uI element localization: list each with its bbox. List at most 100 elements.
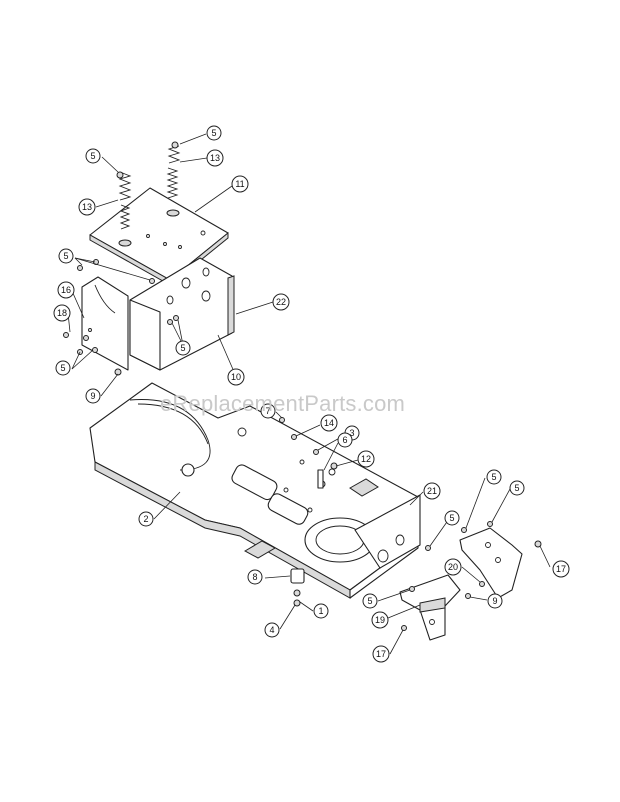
callout-balloon bbox=[313, 603, 329, 619]
callout-number: 1 bbox=[318, 606, 323, 616]
callout-group: 5 13 5 13 11 5 16 18 22 5 5 10 9 7 14 36 12 2 21 5 5 5 17 20 8 1 5… bbox=[53, 125, 570, 663]
callout-balloon bbox=[85, 148, 101, 164]
callout-number: 8 bbox=[252, 572, 257, 582]
callout-number: 19 bbox=[375, 615, 385, 625]
callout-5: 5 bbox=[58, 248, 74, 264]
callout-balloon bbox=[231, 175, 249, 193]
callout-number: 4 bbox=[269, 625, 274, 635]
callout-5: 5 bbox=[362, 593, 378, 609]
callout-balloon bbox=[272, 293, 290, 311]
callout-balloon bbox=[175, 340, 191, 356]
callout-9: 9 bbox=[487, 593, 503, 609]
callout-balloon bbox=[362, 593, 378, 609]
callout-5: 5 bbox=[444, 510, 460, 526]
callout-number: 7 bbox=[265, 406, 270, 416]
callout-number: 22 bbox=[276, 297, 286, 307]
leader-lines bbox=[67, 133, 551, 655]
callout-17: 17 bbox=[372, 645, 390, 663]
callout-number: 20 bbox=[448, 562, 458, 572]
callout-5: 5 bbox=[85, 148, 101, 164]
callout-11: 11 bbox=[231, 175, 249, 193]
pedal-mount bbox=[290, 568, 305, 607]
callout-number: 13 bbox=[210, 153, 220, 163]
callout-balloon bbox=[264, 622, 280, 638]
callout-number: 5 bbox=[367, 596, 372, 606]
callout-number: 18 bbox=[57, 308, 67, 318]
callout-5: 5 bbox=[175, 340, 191, 356]
panel-fasteners bbox=[63, 259, 179, 376]
front-bracket bbox=[399, 574, 461, 641]
callout-number: 16 bbox=[61, 285, 71, 295]
callout-8: 8 bbox=[247, 569, 263, 585]
callout-1: 1 bbox=[313, 603, 329, 619]
callout-14: 14 bbox=[320, 414, 338, 432]
main-frame bbox=[89, 382, 421, 599]
callout-7: 7 bbox=[260, 403, 276, 419]
callout-number: 11 bbox=[235, 179, 244, 189]
callout-number: 17 bbox=[556, 564, 566, 574]
callout-balloon bbox=[423, 482, 441, 500]
seat-bolt-left bbox=[116, 171, 124, 179]
callout-number: 6 bbox=[342, 435, 347, 445]
callout-number: 5 bbox=[63, 251, 68, 261]
callout-balloon bbox=[509, 480, 525, 496]
callout-balloon bbox=[487, 593, 503, 609]
callout-number: 5 bbox=[514, 483, 519, 493]
callout-6: 6 bbox=[337, 432, 353, 448]
callout-balloon bbox=[372, 645, 390, 663]
callout-17: 17 bbox=[552, 560, 570, 578]
callout-balloon bbox=[85, 388, 101, 404]
fender-left-panel bbox=[81, 276, 129, 371]
callout-12: 12 bbox=[357, 450, 375, 468]
callout-balloon bbox=[206, 125, 222, 141]
callout-balloon bbox=[138, 511, 154, 527]
callout-balloon bbox=[78, 198, 96, 216]
callout-13: 13 bbox=[78, 198, 96, 216]
callout-number: 14 bbox=[324, 418, 334, 428]
callout-9: 9 bbox=[85, 388, 101, 404]
callout-10: 10 bbox=[227, 368, 245, 386]
callout-5: 5 bbox=[486, 469, 502, 485]
callout-number: 21 bbox=[427, 486, 437, 496]
callout-22: 22 bbox=[272, 293, 290, 311]
callout-number: 17 bbox=[376, 649, 386, 659]
seat-spring-left bbox=[118, 171, 132, 247]
callout-13: 13 bbox=[206, 149, 224, 167]
callout-balloon bbox=[53, 304, 71, 322]
callout-balloon bbox=[206, 149, 224, 167]
callout-balloon bbox=[337, 432, 353, 448]
callout-number: 5 bbox=[491, 472, 496, 482]
seat-spring-right bbox=[166, 145, 181, 217]
callout-balloon bbox=[444, 558, 462, 576]
callout-5: 5 bbox=[509, 480, 525, 496]
callout-number: 3 bbox=[349, 428, 354, 438]
callout-number: 2 bbox=[143, 514, 148, 524]
front-hardware bbox=[401, 521, 542, 631]
callout-number: 5 bbox=[90, 151, 95, 161]
callout-balloon bbox=[57, 281, 75, 299]
callout-balloon bbox=[444, 510, 460, 526]
callout-2: 2 bbox=[138, 511, 154, 527]
callout-19: 19 bbox=[371, 611, 389, 629]
callout-balloon bbox=[260, 403, 276, 419]
callout-4: 4 bbox=[264, 622, 280, 638]
callout-number: 9 bbox=[90, 391, 95, 401]
callout-number: 5 bbox=[211, 128, 216, 138]
callout-number: 5 bbox=[60, 363, 65, 373]
callout-number: 13 bbox=[82, 202, 92, 212]
seat-bolt-right bbox=[171, 141, 179, 149]
callout-balloon bbox=[227, 368, 245, 386]
callout-5: 5 bbox=[55, 360, 71, 376]
callout-number: 12 bbox=[361, 454, 371, 464]
callout-balloon bbox=[55, 360, 71, 376]
callout-number: 5 bbox=[449, 513, 454, 523]
watermark: eReplacementParts.com bbox=[160, 391, 406, 416]
callout-balloon bbox=[371, 611, 389, 629]
callout-number: 10 bbox=[231, 372, 241, 382]
callout-balloon bbox=[552, 560, 570, 578]
callout-balloon bbox=[58, 248, 74, 264]
front-axle-pivot-bracket bbox=[459, 527, 523, 599]
callout-number: 5 bbox=[180, 343, 185, 353]
